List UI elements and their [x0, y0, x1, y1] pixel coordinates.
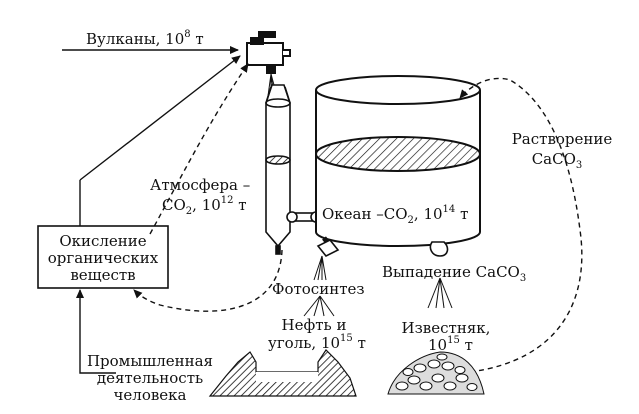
- svg-text:1015 т: 1015 т: [428, 335, 473, 354]
- dashed-to-atmosphere-arrow: [149, 63, 249, 235]
- svg-text:органических: органических: [48, 249, 159, 267]
- photosynthesis-spray-lines: [313, 255, 327, 281]
- oxidation-box: [37, 225, 169, 289]
- industry-arrow: [76, 289, 116, 374]
- volcanoes-label: Вулканы, 108 т: [86, 29, 204, 48]
- svg-text:Растворение: Растворение: [512, 130, 613, 148]
- precipitation-spray-lines: [427, 277, 453, 309]
- svg-text:деятельность: деятельность: [97, 369, 203, 387]
- svg-text:Фотосинтез: Фотосинтез: [272, 280, 365, 298]
- svg-text:Атмосфера –: Атмосфера –: [150, 176, 250, 194]
- oxidation-to-atmosphere-arrow: [79, 55, 241, 181]
- industry-label: Промышленная деятельность человека: [87, 352, 213, 404]
- oil-coal-deposit-icon: [208, 349, 357, 397]
- atmosphere-label: Атмосфера – CO2, 1012 т: [150, 176, 250, 217]
- atmosphere-column-icon: [265, 84, 291, 255]
- ocean-tank-icon: [315, 75, 481, 258]
- dissolution-label: Растворение CaCO3: [512, 130, 613, 171]
- photosynthesis-label: Фотосинтез: [272, 280, 365, 298]
- limestone-pile-icon: [387, 351, 485, 395]
- ocean-label: Океан –CO2, 1014 т: [322, 204, 468, 226]
- svg-text:уголь, 1015 т: уголь, 1015 т: [268, 333, 366, 352]
- svg-text:Окисление: Окисление: [59, 232, 146, 250]
- svg-text:Выпадение CaCO3: Выпадение CaCO3: [382, 263, 526, 284]
- faucet-icon: [246, 31, 291, 74]
- limestone-label: Известняк, 1015 т: [402, 319, 491, 354]
- oil-coal-spray-lines: [303, 295, 335, 317]
- svg-text:Промышленная: Промышленная: [87, 352, 213, 370]
- svg-text:CO2, 1012 т: CO2, 1012 т: [162, 195, 247, 217]
- svg-text:человека: человека: [114, 386, 187, 404]
- svg-text:Известняк,: Известняк,: [402, 319, 491, 337]
- dashed-to-oxidation-arrow: [133, 249, 283, 312]
- oxidation-label: Окисление органических веществ: [48, 232, 159, 284]
- svg-text:Нефть и: Нефть и: [282, 316, 347, 334]
- dashed-dissolution-arrow: [459, 77, 583, 373]
- svg-text:веществ: веществ: [70, 266, 135, 284]
- svg-text:Вулканы, 108 т: Вулканы, 108 т: [86, 29, 204, 48]
- oil-coal-label: Нефть и уголь, 1015 т: [268, 316, 366, 352]
- svg-text:CaCO3: CaCO3: [532, 150, 583, 171]
- svg-text:Океан –CO2, 1014 т: Океан –CO2, 1014 т: [322, 204, 468, 226]
- precipitation-label: Выпадение CaCO3: [382, 263, 526, 284]
